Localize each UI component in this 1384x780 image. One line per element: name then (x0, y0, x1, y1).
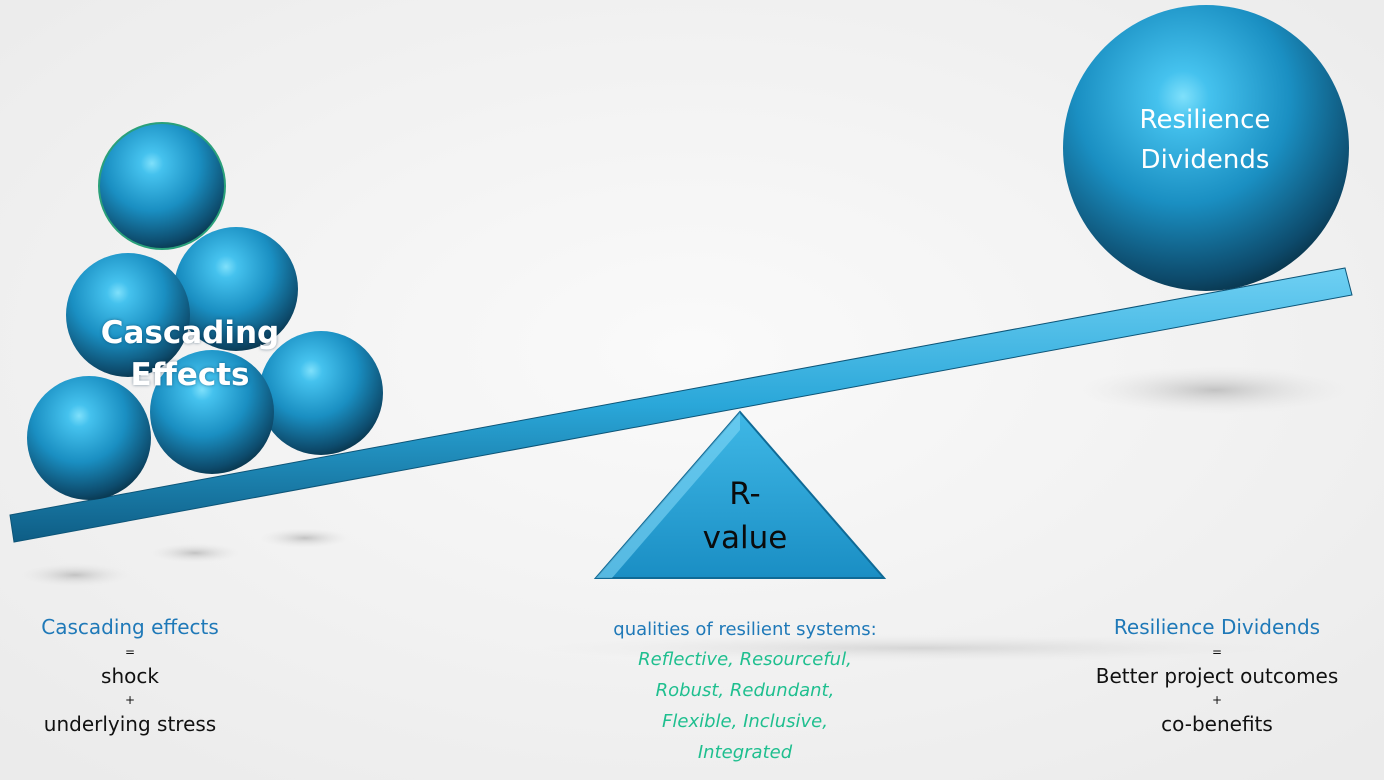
quality-line-2: Robust, Redundant, (655, 680, 835, 701)
dividend-line-1: Resilience (1139, 105, 1271, 135)
caption-cascading-effects: Cascading effects = shock + underlying s… (0, 612, 260, 738)
shadow-small-2 (150, 543, 240, 563)
quality-line-4: Integrated (697, 742, 793, 763)
quality-line-1: Reflective, Resourceful, (638, 649, 852, 670)
cascade-line-2: Effects (130, 357, 250, 393)
quality-line-3: Flexible, Inclusive, (662, 711, 828, 732)
shadow-fulcrum (540, 634, 1300, 662)
caption-right-plus: + (1211, 693, 1223, 707)
sphere-mid-left (66, 253, 190, 377)
fulcrum-highlight (596, 412, 740, 578)
caption-right-line1: Better project outcomes (1095, 664, 1339, 688)
sphere-bottom-left (27, 376, 151, 500)
sphere-bottom-right (259, 331, 383, 455)
sphere-top (98, 122, 226, 250)
sphere-mid-right (174, 227, 298, 351)
caption-right-title: Resilience Dividends (1113, 615, 1321, 639)
caption-left-line1: shock (101, 664, 159, 688)
caption-right-line2: co-benefits (1161, 712, 1273, 736)
dividend-line-2: Dividends (1140, 145, 1270, 175)
cascading-effects-label: Cascading Effects (70, 312, 310, 396)
cascade-line-1: Cascading (100, 315, 280, 351)
fulcrum-line-1: R- (729, 476, 761, 512)
sphere-dividends (1063, 5, 1349, 291)
caption-mid-title: qualities of resilient systems: (613, 619, 877, 640)
seesaw-beam (9, 267, 1353, 543)
caption-left-title: Cascading effects (41, 615, 219, 639)
resilience-dividends-label: Resilience Dividends (1100, 100, 1310, 180)
fulcrum-line-2: value (702, 520, 788, 556)
caption-left-equals: = (124, 645, 136, 659)
caption-right-equals: = (1211, 645, 1223, 659)
shadow-small-1 (20, 563, 130, 587)
shadow-big-sphere (1080, 366, 1350, 414)
sphere-bottom-mid (150, 350, 274, 474)
caption-left-line2: underlying stress (43, 712, 217, 736)
caption-left-plus: + (124, 693, 136, 707)
caption-qualities: qualities of resilient systems: Reflecti… (540, 616, 950, 768)
shadow-small-3 (260, 528, 350, 548)
r-value-label: R- value (690, 472, 800, 560)
caption-resilience-dividends: Resilience Dividends = Better project ou… (1050, 612, 1384, 738)
